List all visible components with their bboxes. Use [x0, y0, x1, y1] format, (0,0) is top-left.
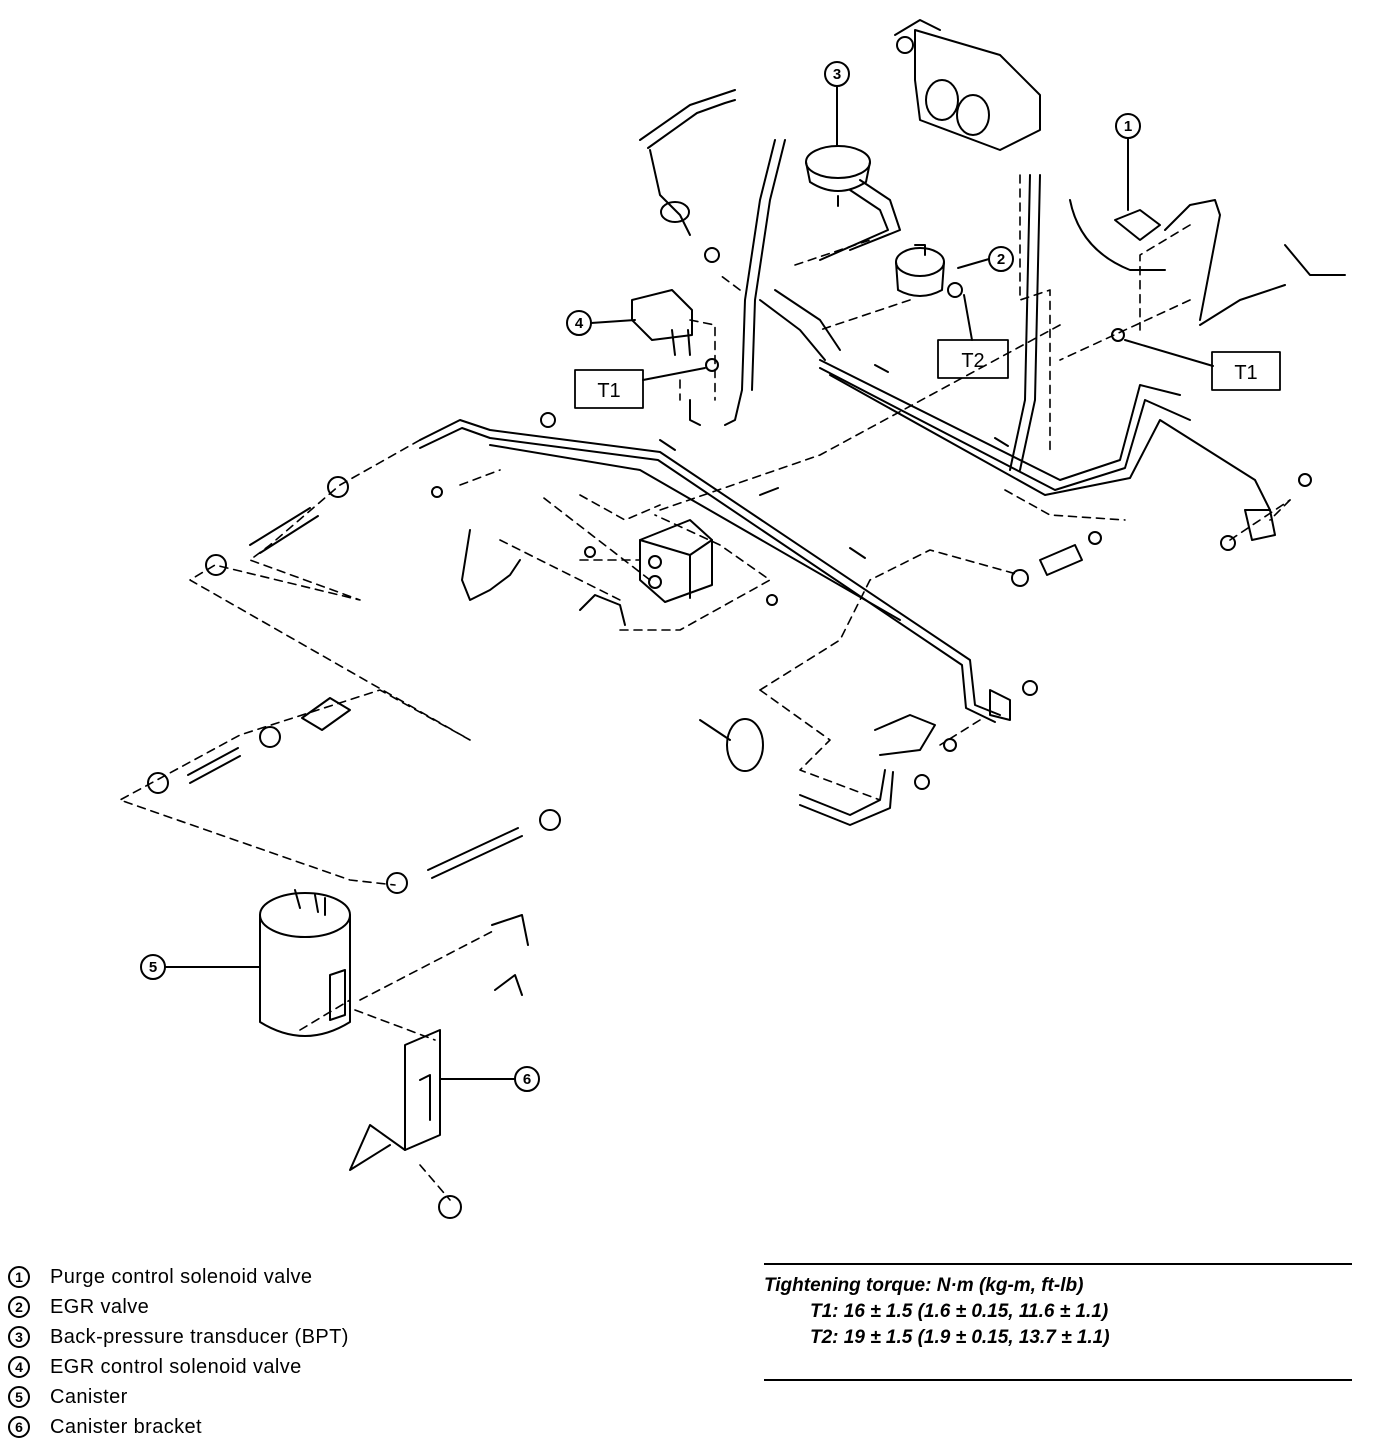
legend-number: 5 — [8, 1386, 30, 1408]
legend-number: 1 — [8, 1266, 30, 1288]
legend-item: 1 Purge control solenoid valve — [8, 1262, 349, 1292]
egr-control-solenoid-valve — [631, 289, 719, 426]
torque-spec: Tightening torque: N·m (kg-m, ft-lb) T1:… — [764, 1263, 1352, 1381]
torque-label-t1-left: T1 — [597, 380, 620, 402]
torque-label-t1-right: T1 — [1234, 362, 1257, 384]
callout-number-6: 6 — [523, 1071, 531, 1088]
callout-number-3: 3 — [833, 66, 841, 83]
vacuum-junction-block — [461, 519, 713, 626]
legend-label: Canister — [50, 1385, 128, 1408]
callout-bubbles — [140, 61, 1214, 1092]
legend-label: EGR control solenoid valve — [50, 1355, 302, 1378]
legend-item: 5 Canister — [8, 1382, 349, 1412]
torque-label-boxes — [574, 339, 1281, 409]
torque-spec-bottom-rule — [764, 1379, 1352, 1381]
purge-control-solenoid-valve — [1069, 199, 1346, 342]
canister — [259, 889, 351, 1037]
torque-box-t1-left — [574, 369, 644, 409]
callout-number-5: 5 — [149, 959, 157, 976]
legend-label: Back-pressure transducer (BPT) — [50, 1325, 349, 1348]
right-connectors — [431, 412, 1312, 606]
legend-item: 3 Back-pressure transducer (BPT) — [8, 1322, 349, 1352]
torque-spec-title: Tightening torque: N·m (kg-m, ft-lb) — [764, 1275, 1084, 1296]
callout-number-4: 4 — [575, 315, 584, 332]
canister-bracket — [349, 914, 529, 1219]
torque-label-t2: T2 — [961, 350, 984, 372]
back-pressure-transducer — [805, 145, 901, 261]
legend-number: 6 — [8, 1416, 30, 1438]
upper-left-hose-assembly — [639, 89, 786, 426]
callout-numbers: 1 2 3 4 5 6 — [149, 66, 1132, 1088]
component-legend: 1 Purge control solenoid valve 2 EGR val… — [8, 1262, 349, 1442]
legend-item: 2 EGR valve — [8, 1292, 349, 1322]
torque-box-t2 — [937, 339, 1009, 379]
torque-spec-top-rule — [764, 1263, 1352, 1265]
legend-item: 4 EGR control solenoid valve — [8, 1352, 349, 1382]
legend-label: EGR valve — [50, 1295, 150, 1318]
legend-label: Purge control solenoid valve — [50, 1265, 313, 1288]
throttle-body-component — [894, 19, 1041, 151]
dashed-guide-lines — [119, 174, 1291, 1201]
legend-number: 2 — [8, 1296, 30, 1318]
legend-number: 4 — [8, 1356, 30, 1378]
emission-hose-diagram: 1 2 3 4 5 6 T1 T2 T1 — [119, 19, 1346, 1219]
left-hose-segments — [147, 476, 561, 894]
vacuum-tube-harness — [419, 174, 1271, 723]
callout-number-2: 2 — [997, 251, 1005, 268]
legend-number: 3 — [8, 1326, 30, 1348]
callout-number-1: 1 — [1124, 118, 1132, 135]
egr-valve — [895, 244, 963, 298]
torque-spec-t1: T1: 16 ± 1.5 (1.6 ± 0.15, 11.6 ± 1.1) — [810, 1301, 1109, 1322]
torque-spec-t2: T2: 19 ± 1.5 (1.9 ± 0.15, 13.7 ± 1.1) — [810, 1327, 1110, 1348]
torque-box-t1-right — [1211, 351, 1281, 391]
lower-vacuum-valve — [699, 680, 1038, 826]
legend-label: Canister bracket — [50, 1415, 203, 1438]
legend-item: 6 Canister bracket — [8, 1412, 349, 1442]
